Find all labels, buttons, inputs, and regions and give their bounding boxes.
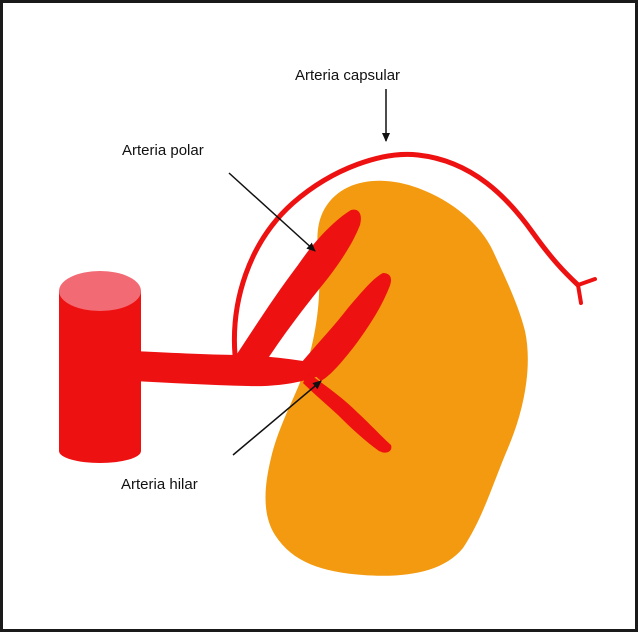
hilar-artery-label: Arteria hilar — [121, 476, 198, 493]
polar-leader-line — [229, 173, 315, 251]
aorta — [59, 271, 141, 463]
capsular-artery-fork — [578, 279, 595, 303]
polar-artery-label: Arteria polar — [122, 142, 204, 159]
capsular-artery-label: Arteria capsular — [295, 67, 400, 84]
renal-artery-trunk — [133, 351, 321, 386]
renal-artery-diagram: Arteria capsular Arteria polar Arteria h… — [3, 3, 638, 635]
